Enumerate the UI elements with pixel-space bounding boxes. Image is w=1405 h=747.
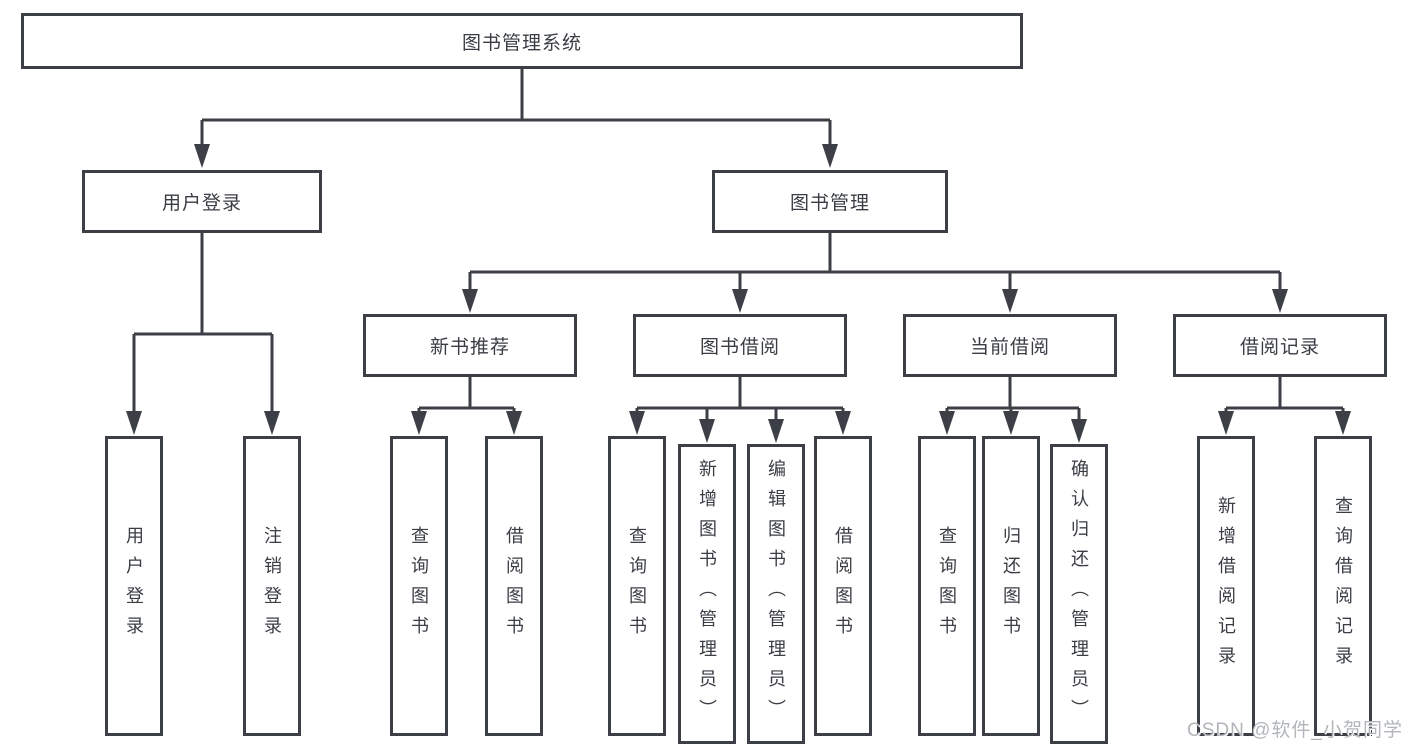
arrowhead-icons [126, 144, 1351, 443]
node-label: 用户登录 [124, 526, 144, 646]
node-label: 图书管理系统 [461, 32, 582, 54]
node-label: 借阅图书 [833, 526, 853, 646]
node-label: 注销登录 [262, 526, 282, 646]
node-label: 查询图书 [627, 526, 647, 646]
leaf-edit-books-admin: 编辑图书（管理员） [747, 444, 805, 744]
leaf-confirm-return-admin: 确认归还（管理员） [1050, 444, 1108, 744]
leaf-borrow-books: 借阅图书 [814, 436, 872, 736]
node-label: 编辑图书（管理员） [766, 459, 786, 729]
node-label: 查询借阅记录 [1333, 496, 1353, 676]
node-label: 新增借阅记录 [1216, 496, 1236, 676]
leaf-query-books-current: 查询图书 [918, 436, 976, 736]
leaf-return-books: 归还图书 [982, 436, 1040, 736]
node-label: 查询图书 [937, 526, 957, 646]
node-label: 新增图书（管理员） [697, 459, 717, 729]
node-label: 当前借阅 [969, 337, 1050, 358]
node-user-login: 用户登录 [82, 170, 322, 233]
node-borrowing-records: 借阅记录 [1173, 314, 1387, 377]
node-label: 归还图书 [1001, 526, 1021, 646]
node-new-book-recommend: 新书推荐 [363, 314, 577, 377]
node-label: 确认归还（管理员） [1069, 459, 1089, 729]
node-book-management: 图书管理 [712, 170, 948, 233]
node-library-management-system: 图书管理系统 [21, 13, 1023, 69]
leaf-user-login: 用户登录 [105, 436, 163, 736]
leaf-add-books-admin: 新增图书（管理员） [678, 444, 736, 744]
leaf-query-borrow-record: 查询借阅记录 [1314, 436, 1372, 736]
node-label: 借阅记录 [1239, 337, 1320, 358]
node-book-borrowing: 图书借阅 [633, 314, 847, 377]
leaf-borrow-books-recommend: 借阅图书 [485, 436, 543, 736]
node-label: 新书推荐 [429, 337, 510, 358]
node-label: 用户登录 [161, 193, 242, 214]
leaf-query-books-recommend: 查询图书 [390, 436, 448, 736]
node-label: 图书借阅 [699, 337, 780, 358]
node-current-borrowing: 当前借阅 [903, 314, 1117, 377]
leaf-logout: 注销登录 [243, 436, 301, 736]
leaf-query-books-borrow: 查询图书 [608, 436, 666, 736]
leaf-add-borrow-record: 新增借阅记录 [1197, 436, 1255, 736]
csdn-watermark: CSDN @软件_小贺同学 [1187, 720, 1403, 741]
node-label: 查询图书 [409, 526, 429, 646]
node-label: 图书管理 [789, 193, 870, 214]
node-label: 借阅图书 [504, 526, 524, 646]
